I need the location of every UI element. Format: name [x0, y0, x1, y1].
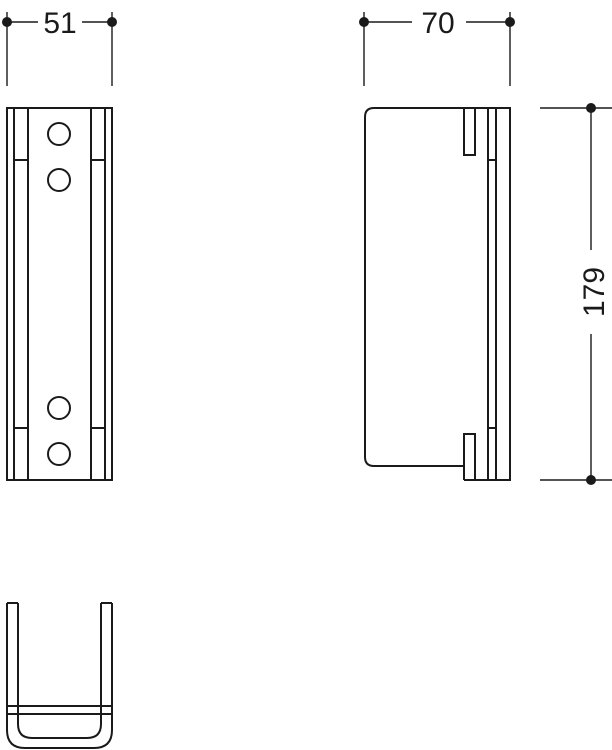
dimension-label-depth: 70 — [421, 7, 454, 40]
dimension-endpoint — [359, 17, 369, 27]
dimension-endpoint — [2, 17, 12, 27]
side-plate-notch-top — [487, 108, 496, 161]
front-notch-top-right — [91, 108, 106, 161]
dimension-endpoint — [586, 103, 596, 113]
dimension-label-width: 51 — [43, 7, 76, 40]
dimension-label-height: 179 — [578, 267, 611, 317]
front-notch-bottom-right — [91, 427, 106, 480]
dimension-endpoint — [107, 17, 117, 27]
top-view — [6, 602, 113, 749]
dimension-endpoint — [505, 17, 515, 27]
dimension-side-depth: 70 — [359, 7, 515, 86]
mounting-hole — [47, 168, 71, 192]
side-view — [364, 107, 511, 481]
mounting-hole — [47, 122, 71, 146]
dimension-front-width: 51 — [2, 7, 117, 86]
mounting-hole — [47, 396, 71, 420]
side-tab-top — [463, 108, 476, 156]
mounting-hole — [47, 442, 71, 466]
side-mounting-plate — [487, 107, 511, 481]
front-view — [6, 107, 113, 481]
front-outline — [6, 107, 113, 481]
front-notch-bottom-left — [13, 427, 28, 480]
front-notch-top-left — [13, 108, 28, 161]
top-view-inner-u — [17, 603, 102, 739]
side-tab-bottom — [463, 433, 476, 480]
dimension-height: 179 — [540, 103, 612, 485]
dimension-endpoint — [586, 475, 596, 485]
side-body-outline — [364, 107, 488, 467]
top-view-outer-u — [6, 603, 113, 749]
